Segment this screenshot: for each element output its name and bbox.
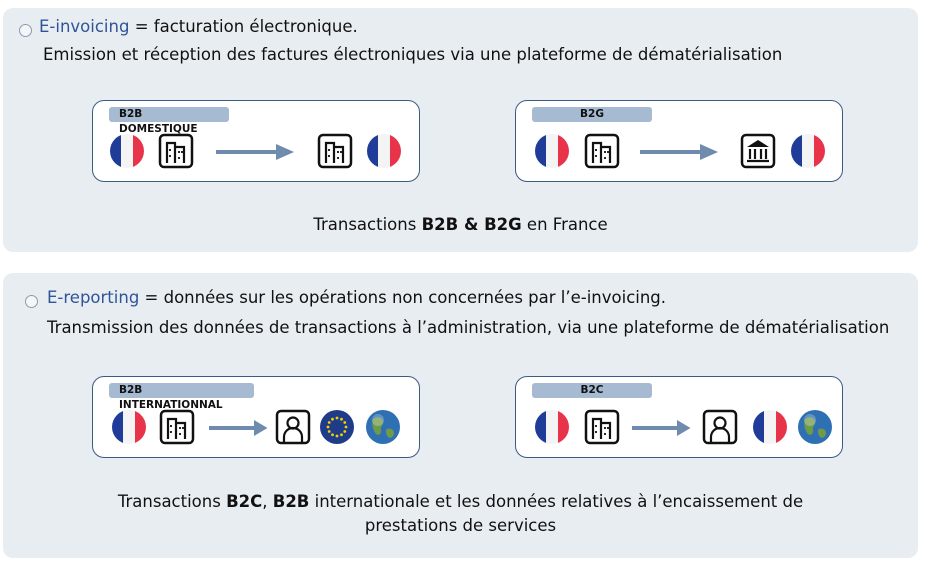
bullet-icon [25,295,38,308]
box-label: B2B INTERNATIONNAL [109,383,254,411]
b2b-international-box: B2B INTERNATIONNAL [92,376,420,458]
e-reporting-keyword: E-reporting [47,288,140,307]
caption-text: Transactions [117,492,227,511]
e-reporting-description: Transmission des données de transactions… [47,318,890,337]
arrow-icon [215,142,297,162]
box-label: B2G [532,107,652,122]
france-flag-icon [366,133,402,169]
e-reporting-panel: E-reporting = données sur les opérations… [3,273,918,558]
b2g-box: B2G [515,100,843,182]
e-invoicing-definition: = facturation électronique. [129,17,358,36]
company-icon [158,133,194,169]
france-flag-icon [790,133,826,169]
caption-text: en France [521,215,608,234]
caption-text: internationale et les données relatives … [309,492,804,511]
company-icon [317,133,353,169]
government-building-icon [740,133,776,169]
globe-icon [797,409,833,445]
caption-bold: B2C [226,492,263,511]
e-invoicing-panel: E-invoicing = facturation électronique. … [3,8,918,252]
arrow-icon [632,418,692,438]
company-icon [584,133,620,169]
e-invoicing-keyword: E-invoicing [39,17,130,36]
e-reporting-caption: Transactions B2C, B2B internationale et … [3,490,918,538]
e-reporting-heading: E-reporting = données sur les opérations… [47,288,666,307]
person-icon [275,409,311,445]
france-flag-icon [109,133,145,169]
bullet-icon [19,24,32,37]
caption-text: prestations de services [364,516,557,535]
e-reporting-definition: = données sur les opérations non concern… [139,288,667,307]
b2c-box: B2C [515,376,843,458]
arrow-icon [209,418,269,438]
arrow-icon [640,142,720,162]
france-flag-icon [534,133,570,169]
globe-icon [365,409,401,445]
caption-text: , [262,492,273,511]
e-invoicing-caption: Transactions B2B & B2G en France [3,215,918,234]
caption-bold: B2B & B2G [421,215,522,234]
company-icon [584,409,620,445]
e-invoicing-heading: E-invoicing = facturation électronique. [39,17,358,36]
b2b-domestique-box: B2B DOMESTIQUE [92,100,420,182]
person-icon [702,409,738,445]
eu-flag-icon [319,409,355,445]
france-flag-icon [534,409,570,445]
company-icon [159,409,195,445]
france-flag-icon [111,409,147,445]
box-label: B2B DOMESTIQUE [109,107,229,135]
caption-text: Transactions [313,215,422,234]
box-label: B2C [532,383,652,398]
caption-bold: B2B [272,492,310,511]
e-invoicing-description: Emission et réception des factures élect… [43,45,783,64]
france-flag-icon [752,409,788,445]
